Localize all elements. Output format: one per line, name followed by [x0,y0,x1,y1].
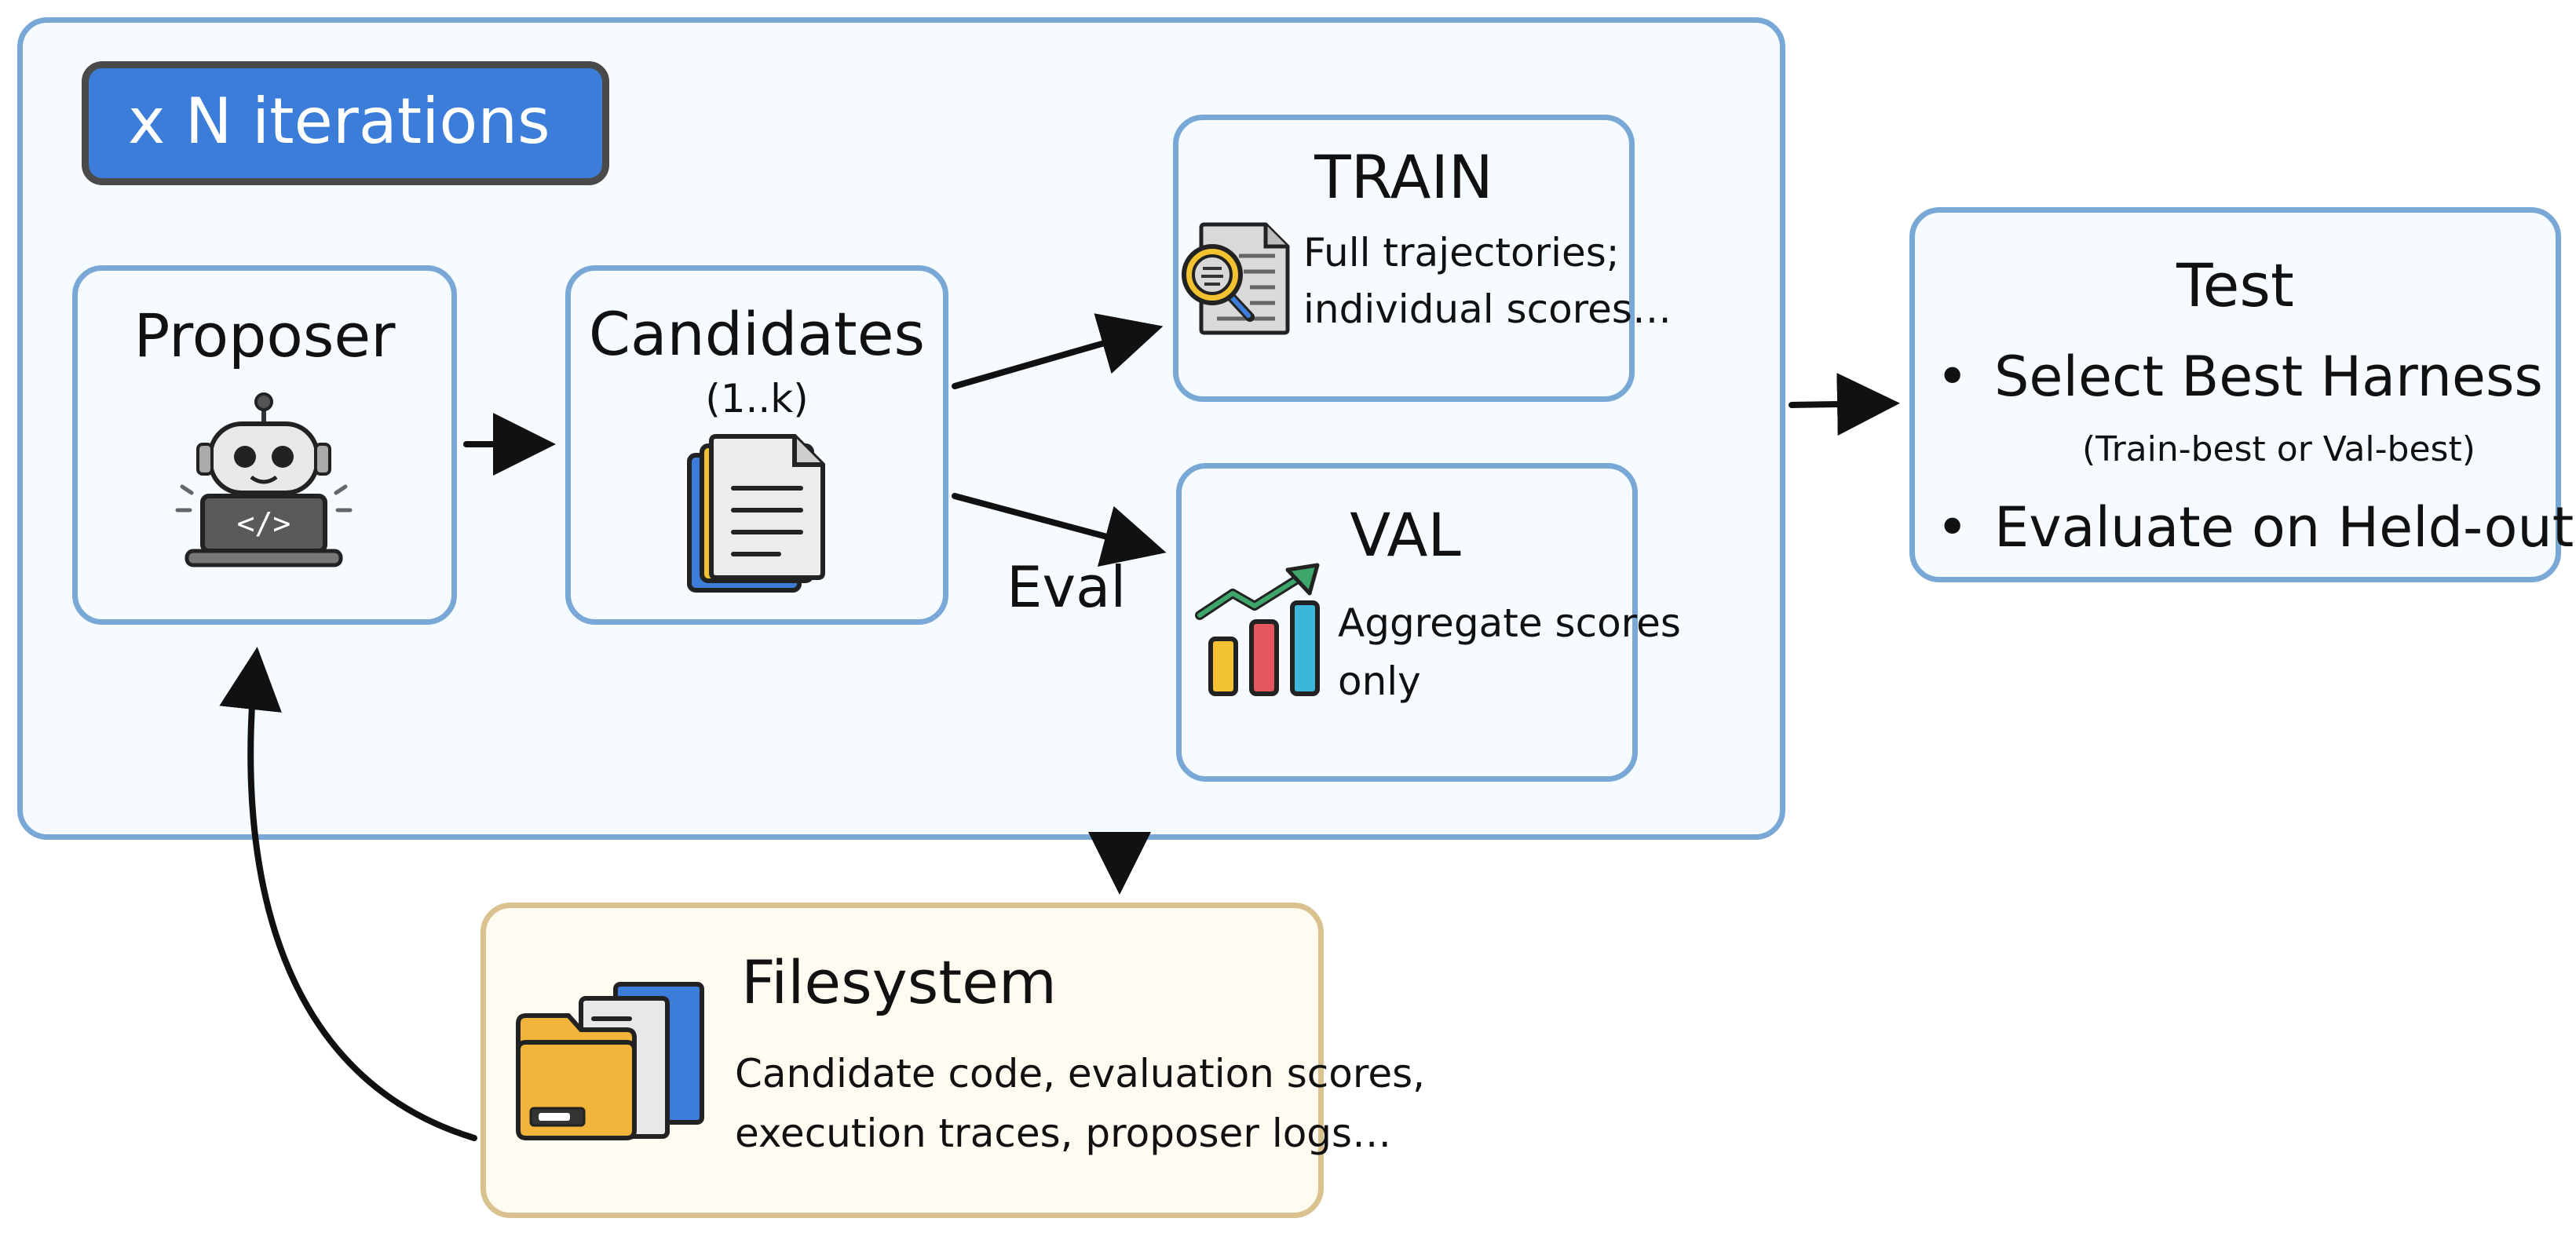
filesystem-title: Filesystem [741,947,1057,1017]
test-title: Test [2176,250,2294,320]
document-magnifier-icon [1182,222,1290,335]
robot-laptop-icon: </> [175,392,353,567]
arrow-loop-to-test [1789,373,1900,436]
test-bullet-2: Evaluate on Held-out [1994,495,2574,560]
test-bullet-1-glyph: • [1936,345,1969,409]
iterations-label: x N iterations [82,61,609,185]
bar-chart-trend-icon [1195,563,1320,696]
filesystem-line-1: Candidate code, evaluation scores, [735,1051,1426,1096]
test-bullet-2-glyph: • [1936,495,1969,560]
candidates-title: Candidates [588,299,926,369]
test-bullet-1-note: (Train-best or Val-best) [2082,429,2476,469]
svg-text:</>: </> [237,506,291,541]
documents-stack-icon [687,434,825,593]
arrow-filesystem-to-proposer [219,647,477,1141]
val-line-1: Aggregate scores [1338,600,1681,646]
train-title: TRAIN [1314,142,1493,212]
test-box [1909,207,2561,582]
arrow-candidates-to-train [952,313,1164,389]
proposer-title: Proposer [133,301,396,370]
test-bullet-1: Select Best Harness [1994,345,2543,409]
train-line-1: Full trajectories; [1303,230,1620,275]
arrow-candidates-to-val [952,493,1167,567]
filesystem-line-2: execution traces, proposer logs… [735,1111,1392,1156]
folder-files-icon [516,982,704,1140]
candidates-subtitle: (1..k) [705,376,809,421]
val-title: VAL [1350,500,1461,570]
val-line-2: only [1338,658,1421,704]
train-line-2: individual scores… [1303,286,1672,332]
